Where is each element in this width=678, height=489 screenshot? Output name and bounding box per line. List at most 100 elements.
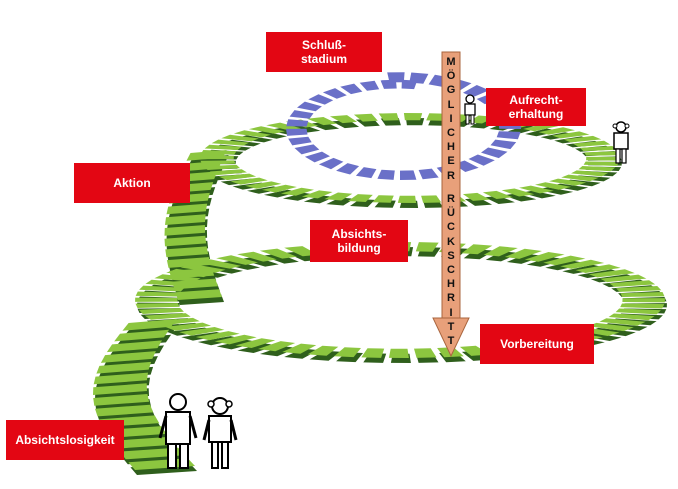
stair-step-shadow bbox=[303, 195, 335, 204]
stair-step-shadow bbox=[261, 253, 299, 264]
stair-step-shadow bbox=[237, 343, 278, 353]
stair-step bbox=[588, 269, 635, 278]
stair-step bbox=[578, 166, 616, 172]
stair-step-shadow bbox=[284, 348, 319, 359]
stair-step bbox=[128, 458, 195, 470]
stair-step bbox=[616, 286, 662, 292]
stage-label-schlussstadium: Schluß- stadium bbox=[266, 32, 382, 72]
final-stage-step bbox=[355, 167, 377, 179]
stair-step bbox=[211, 139, 249, 146]
final-stage-step bbox=[377, 169, 395, 180]
stair-step bbox=[552, 131, 590, 139]
stair-step bbox=[462, 192, 491, 201]
stair-step bbox=[216, 255, 259, 265]
stair-step bbox=[165, 246, 209, 258]
stair-step-shadow bbox=[309, 122, 340, 131]
stair-step bbox=[135, 291, 180, 297]
stair-step bbox=[348, 194, 373, 202]
stair-step bbox=[172, 278, 218, 290]
stair-step bbox=[587, 322, 634, 332]
final-stage-step bbox=[308, 94, 334, 105]
relapse-arrow-word2: R Ü C K S C H R I T T bbox=[447, 193, 455, 348]
final-stage-step bbox=[409, 72, 429, 84]
stair-step bbox=[282, 343, 317, 354]
stair-step bbox=[138, 308, 184, 314]
stair-step bbox=[573, 140, 611, 147]
stair-step-shadow bbox=[521, 190, 556, 199]
final-stage-step bbox=[286, 128, 308, 136]
stair-step bbox=[200, 160, 236, 165]
stair-step bbox=[482, 190, 513, 199]
final-stage-step bbox=[340, 83, 363, 95]
stair-step bbox=[421, 195, 442, 203]
stair-step bbox=[258, 341, 296, 352]
stair-step-shadow bbox=[506, 253, 544, 264]
stair-step bbox=[218, 173, 257, 181]
person-figure-small-arrow bbox=[464, 94, 476, 125]
stair-step bbox=[549, 178, 587, 186]
stair-step-shadow bbox=[350, 199, 375, 207]
stair-step bbox=[519, 185, 554, 194]
stair-step bbox=[307, 345, 339, 356]
person-figure-left bbox=[158, 393, 198, 469]
stair-step bbox=[353, 113, 378, 122]
stair-step bbox=[378, 113, 399, 121]
stair-step bbox=[164, 235, 207, 247]
final-stage-step bbox=[294, 144, 320, 155]
stair-step bbox=[504, 248, 542, 259]
stair-step-shadow bbox=[463, 249, 495, 260]
stair-step bbox=[230, 177, 268, 185]
final-stage-step bbox=[289, 110, 314, 119]
stair-step bbox=[93, 383, 147, 395]
stair-step bbox=[111, 436, 176, 449]
stair-step bbox=[200, 150, 237, 155]
stair-step bbox=[580, 146, 617, 152]
person-figure-small-top bbox=[612, 121, 630, 164]
stair-step bbox=[538, 127, 575, 135]
stair-step bbox=[415, 242, 439, 252]
stair-step bbox=[266, 122, 301, 131]
stair-step bbox=[620, 292, 665, 297]
stage-label-vorbereitung: Vorbereitung bbox=[480, 324, 594, 364]
final-stage-step bbox=[359, 80, 380, 91]
stair-step bbox=[571, 170, 609, 177]
stair-step-shadow bbox=[326, 197, 355, 206]
stair-step bbox=[114, 329, 170, 342]
stair-step bbox=[584, 151, 620, 156]
stair-step bbox=[135, 297, 178, 302]
stair-step bbox=[560, 259, 605, 269]
final-stage-step bbox=[322, 88, 347, 99]
stair-step bbox=[608, 313, 655, 321]
stair-step-shadow bbox=[503, 193, 537, 202]
stair-step bbox=[235, 338, 276, 348]
stair-step bbox=[153, 317, 200, 326]
stair-step bbox=[166, 257, 211, 268]
stair-step bbox=[93, 394, 150, 406]
stair-step bbox=[622, 298, 665, 303]
stair-step-shadow bbox=[218, 260, 261, 270]
relapse-arrow bbox=[432, 51, 470, 358]
stair-step bbox=[535, 182, 572, 190]
stair-step bbox=[179, 327, 225, 336]
stair-step bbox=[388, 348, 409, 358]
stair-step bbox=[203, 164, 240, 170]
person-figure-right bbox=[202, 397, 238, 469]
stair-step bbox=[501, 188, 535, 197]
stair-step bbox=[586, 156, 620, 161]
stair-step bbox=[135, 303, 180, 308]
stair-step bbox=[307, 117, 338, 126]
stair-step bbox=[200, 155, 234, 160]
stair-step bbox=[96, 361, 152, 374]
stair-step bbox=[144, 313, 191, 320]
final-stage-step bbox=[468, 154, 495, 166]
stair-step-shadow bbox=[239, 256, 279, 267]
stair-step bbox=[106, 340, 162, 353]
stair-step-shadow bbox=[484, 195, 515, 204]
stair-step bbox=[100, 351, 156, 363]
stair-step bbox=[280, 187, 314, 196]
final-stage-step bbox=[286, 119, 309, 127]
final-stage-step bbox=[387, 72, 405, 83]
stair-step bbox=[414, 348, 437, 358]
